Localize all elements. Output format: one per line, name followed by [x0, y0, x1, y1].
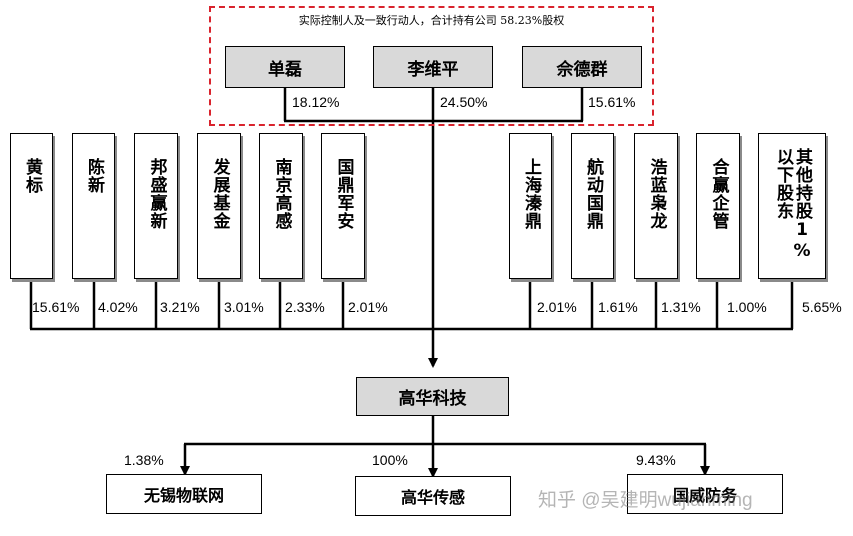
subsidiary-pct-3: 9.43%: [636, 452, 676, 468]
subsidiary-pct-2: 100%: [372, 452, 408, 468]
subsidiary-pct-1: 1.38%: [124, 452, 164, 468]
shareholder-pct-left-3: 3.21%: [160, 299, 200, 315]
shareholder-pct-right-2: 1.61%: [598, 299, 638, 315]
controller-pct-2: 24.50%: [440, 94, 488, 110]
shareholder-pct-right-5: 5.65%: [802, 299, 842, 315]
controller-box-3: 佘德群: [522, 46, 642, 88]
shareholder-box-right-1: 上海溱鼎: [509, 133, 552, 279]
shareholder-pct-right-3: 1.31%: [661, 299, 701, 315]
shareholder-name: 邦盛赢新: [146, 158, 167, 230]
controller-pct-1: 18.12%: [292, 94, 340, 110]
shareholder-box-right-4: 合赢企管: [696, 133, 740, 279]
shareholder-name: 浩蓝枭龙: [646, 158, 667, 230]
shareholder-pct-left-1: 15.61%: [32, 299, 80, 315]
shareholder-name: 陈新: [84, 158, 104, 194]
shareholder-box-left-4: 发展基金: [197, 133, 241, 279]
shareholder-name: 其他持股1%以下股东: [773, 148, 812, 262]
shareholder-name: 国鼎军安: [333, 158, 354, 230]
controller-note: 实际控制人及一致行动人，合计持有公司 58.23%股权: [298, 14, 565, 27]
shareholder-box-left-6: 国鼎军安: [321, 133, 365, 279]
company-box: 高华科技: [356, 377, 509, 416]
controller-box-2: 李维平: [373, 46, 493, 88]
shareholder-box-left-5: 南京高感: [259, 133, 303, 279]
shareholder-pct-right-1: 2.01%: [537, 299, 577, 315]
shareholder-name: 合赢企管: [708, 158, 729, 230]
shareholder-box-left-2: 陈新: [72, 133, 115, 279]
shareholder-box-right-2: 航动国鼎: [571, 133, 614, 279]
shareholder-pct-left-2: 4.02%: [98, 299, 138, 315]
shareholder-pct-right-4: 1.00%: [727, 299, 767, 315]
shareholder-box-right-3: 浩蓝枭龙: [634, 133, 678, 279]
shareholder-name: 上海溱鼎: [521, 158, 541, 230]
watermark: 知乎 @吴建明wujianming: [538, 490, 753, 511]
shareholder-box-left-3: 邦盛赢新: [134, 133, 178, 279]
subsidiary-box-1: 无锡物联网: [106, 474, 262, 514]
shareholder-name: 航动国鼎: [583, 158, 603, 230]
subsidiary-box-2: 高华传感: [355, 476, 511, 516]
shareholder-name: 发展基金: [209, 158, 230, 230]
controller-pct-3: 15.61%: [588, 94, 636, 110]
shareholder-pct-left-4: 3.01%: [224, 299, 264, 315]
controller-group-box: [209, 6, 654, 126]
shareholder-pct-left-6: 2.01%: [348, 299, 388, 315]
shareholder-box-left-1: 黄标: [10, 133, 53, 279]
controller-box-1: 单磊: [225, 46, 345, 88]
shareholder-pct-left-5: 2.33%: [285, 299, 325, 315]
shareholder-box-right-5: 其他持股1%以下股东: [758, 133, 826, 279]
shareholder-name: 黄标: [22, 158, 42, 194]
shareholder-name: 南京高感: [271, 158, 292, 230]
subsidiary-box-3: 国威防务: [627, 474, 783, 514]
